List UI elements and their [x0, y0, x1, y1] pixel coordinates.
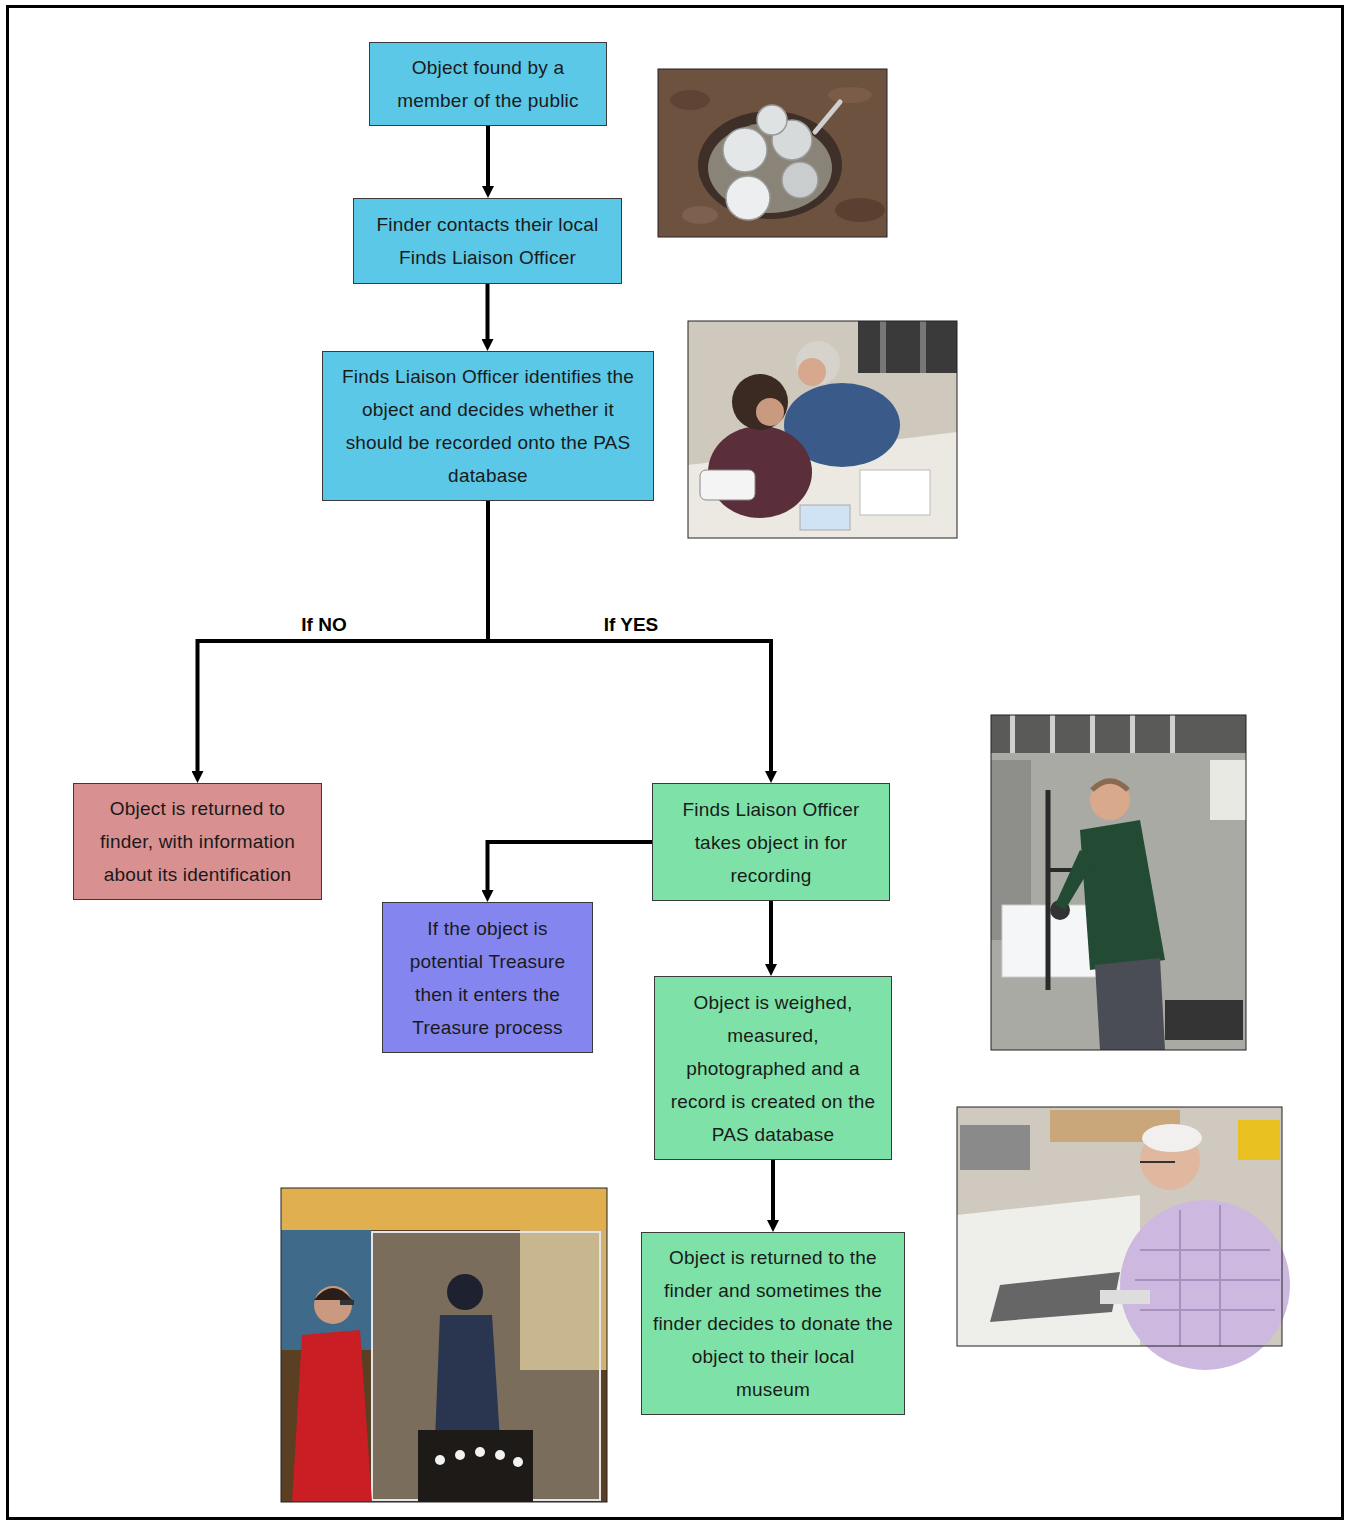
photography-photo	[1050, 715, 1055, 753]
branch-label: If YES	[601, 614, 662, 636]
photography-photo	[1095, 958, 1165, 1050]
museum-photo	[314, 1288, 352, 1300]
identification-photo	[860, 470, 930, 515]
process-box: Object is weighed, measured, photographe…	[654, 976, 892, 1160]
identification-photo	[732, 374, 788, 430]
museum-photo	[292, 1330, 372, 1502]
recording-photo	[1219, 1205, 1221, 1346]
branch-label: If NO	[298, 614, 349, 636]
recording-photo	[1179, 1210, 1181, 1346]
coin-hoard-photo	[726, 176, 770, 220]
recording-photo	[1238, 1120, 1280, 1160]
coin-hoard-photo	[682, 206, 718, 224]
museum-photo	[435, 1455, 445, 1465]
connector-arrow	[488, 501, 771, 771]
treasure-box: If the object is potential Treasure then…	[382, 902, 593, 1053]
photo-border	[658, 69, 887, 237]
photography-photo	[1170, 715, 1175, 753]
recording-photo	[1100, 1290, 1150, 1304]
outcome-box: Object is returned to finder, with infor…	[73, 783, 322, 900]
photography-photo	[1046, 790, 1051, 990]
photography-photo	[1080, 820, 1165, 970]
process-box: Finds Liaison Officer takes object in fo…	[652, 783, 890, 901]
identification-photo	[800, 505, 850, 530]
box-text: Finds Liaison Officer takes object in fo…	[663, 793, 879, 892]
photography-photo	[1165, 1000, 1243, 1040]
recording-photo	[1140, 1309, 1275, 1311]
recording-photo	[1140, 1249, 1270, 1251]
connector-arrow	[486, 284, 490, 339]
identification-photo	[880, 321, 886, 373]
coin-hoard-photo	[723, 128, 767, 172]
recording-photo	[957, 1195, 1140, 1346]
photography-photo	[1090, 715, 1095, 753]
box-text: Finds Liaison Officer identifies the obj…	[333, 360, 643, 492]
connector-arrow	[198, 501, 489, 771]
recording-photo	[957, 1107, 1290, 1370]
museum-photo	[281, 1188, 607, 1502]
photography-photo	[1210, 760, 1246, 820]
museum-photo	[447, 1274, 483, 1310]
connector-arrow	[486, 126, 490, 186]
photo-border	[991, 715, 1246, 1050]
photography-photo	[991, 715, 1246, 753]
photography-photo	[1130, 715, 1135, 753]
identification-photo	[688, 321, 957, 538]
process-box: Object found by a member of the public	[369, 42, 607, 126]
museum-photo	[340, 1300, 354, 1305]
photography-photo	[1090, 780, 1130, 820]
coin-hoard-photo	[757, 105, 787, 135]
box-text: Finder contacts their local Finds Liaiso…	[364, 208, 611, 274]
photography-photo	[1010, 715, 1015, 753]
coin-hoard-photo	[670, 90, 710, 110]
coin-hoard-photo	[658, 69, 887, 237]
coin-hoard-photo	[828, 87, 872, 103]
box-text: Object is returned to finder, with infor…	[84, 792, 311, 891]
decision-box: Finds Liaison Officer identifies the obj…	[322, 351, 654, 501]
connector-arrow	[488, 842, 653, 890]
photography-photo	[991, 715, 1246, 1050]
connector-arrow	[771, 1160, 775, 1220]
photography-photo	[991, 715, 1246, 1050]
identification-photo	[920, 321, 926, 373]
process-box: Finder contacts their local Finds Liaiso…	[353, 198, 622, 284]
recording-photo	[1135, 1279, 1280, 1281]
museum-photo	[475, 1447, 485, 1457]
photography-photo	[1092, 781, 1128, 790]
museum-photo	[495, 1450, 505, 1460]
box-text: Object is returned to the finder and som…	[652, 1241, 894, 1406]
recording-photo	[960, 1125, 1030, 1170]
coin-hoard-photo	[782, 162, 818, 198]
identification-photo	[688, 321, 957, 538]
museum-photo	[281, 1188, 607, 1230]
museum-photo	[281, 1188, 607, 1502]
photo-border	[281, 1188, 607, 1502]
identification-photo	[858, 321, 957, 373]
museum-photo	[455, 1450, 465, 1460]
museum-photo	[513, 1457, 523, 1467]
identification-photo	[700, 470, 755, 500]
recording-photo	[1142, 1124, 1202, 1152]
coin-hoard-photo	[815, 102, 840, 132]
box-text: Object found by a member of the public	[380, 51, 596, 117]
box-text: If the object is potential Treasure then…	[393, 912, 582, 1044]
coin-hoard-photo	[658, 69, 887, 237]
photography-photo	[1055, 850, 1095, 910]
photo-border	[957, 1107, 1282, 1346]
museum-photo	[418, 1430, 533, 1502]
photo-border	[688, 321, 957, 538]
museum-photo	[435, 1315, 500, 1440]
identification-photo	[756, 398, 784, 426]
identification-photo	[798, 358, 826, 386]
connector-arrow	[769, 901, 773, 964]
recording-photo	[1120, 1200, 1290, 1370]
outcome-box: Object is returned to the finder and som…	[641, 1232, 905, 1415]
coin-hoard-photo	[835, 198, 885, 222]
recording-photo	[1140, 1161, 1175, 1163]
box-text: Object is weighed, measured, photographe…	[665, 986, 881, 1151]
identification-photo	[796, 341, 840, 385]
